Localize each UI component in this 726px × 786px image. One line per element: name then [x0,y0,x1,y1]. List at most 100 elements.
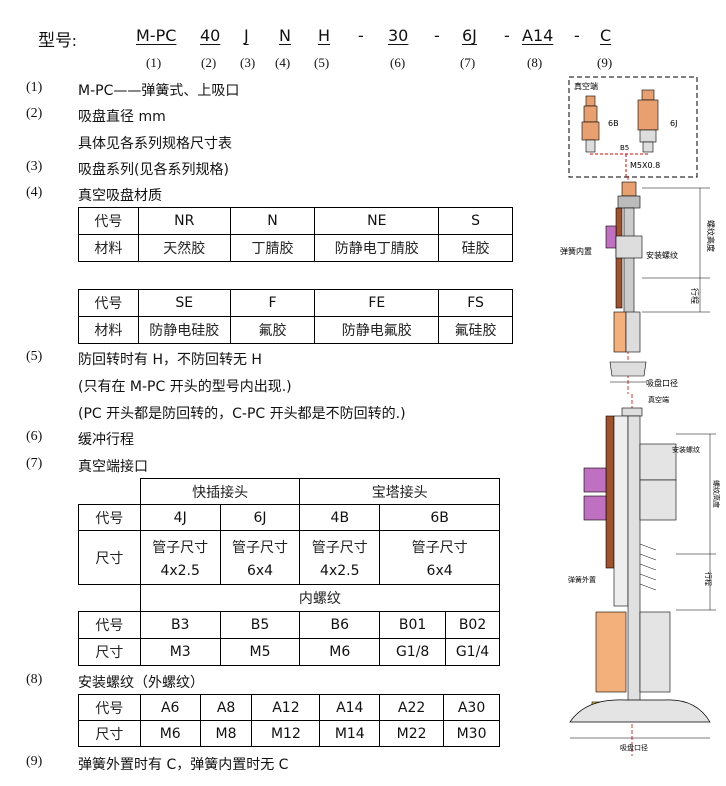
model-dash-4: - [574,26,580,45]
model-index-4: (4) [275,55,291,70]
table-header-code: 代号 [78,504,141,531]
model-index-8: (8) [527,55,543,70]
body-housing-right [625,311,641,353]
table-cell: A30 [443,694,500,721]
item-9-number: (9) [26,754,43,769]
table-cell: 6B [379,504,500,531]
model-code-9: C [600,26,612,45]
body-housing [613,311,627,353]
stroke-label: 行程 [704,572,713,586]
table-cell: A14 [319,694,381,721]
table-cell: B6 [299,611,381,639]
model-index-3: (3) [240,55,256,70]
table-corner [78,584,141,612]
table-header-code: 代号 [78,611,141,639]
quick-fitting-icon [637,89,659,153]
spring-internal-label: 弹簧内置 [560,246,592,256]
table-cell: B5 [219,611,301,639]
table-cell: 6J [219,504,301,531]
barb-fitting-icon [581,95,600,153]
spring-external-label: 弹簧外置 [568,575,596,584]
thread-height-label: 螺纹高度 [712,480,720,508]
table-header-size: 尺寸 [78,638,141,666]
inner-thread-header: 内螺纹 [139,584,501,612]
spring-external-diagram: 真空端 安装螺纹 螺纹高度 弹簧外置 行程 吸盘口径 [568,394,720,756]
item-3-number: (3) [26,159,43,174]
inner-tube [613,415,629,607]
table-cell: M12 [251,720,321,747]
model-dash-3: - [504,26,510,45]
top-fitting [621,181,637,197]
table-cell: N [229,207,316,235]
table-cell: B01 [379,611,447,639]
item-6-number: (6) [26,429,43,444]
model-index-7: (7) [460,55,476,70]
hex-nut [605,225,617,249]
model-code-5: H [318,26,331,45]
model-code-7: 6J [462,26,477,45]
cup-diameter-label: 吸盘口径 [620,743,648,752]
vacuum-port-label: 真空端 [648,395,669,404]
item-5-text: 防回转时有 H，不防回转无 H [78,352,262,368]
item-7-text: 真空端接口 [78,459,148,475]
spring-internal-diagram: 弹簧内置 安装螺纹 螺纹高度 行程 吸盘口径 [560,176,716,394]
m5-thread-label: M5X0.8 [630,161,660,170]
tube-size-label: 管子尺寸 [411,539,468,556]
top-nut [617,195,641,209]
table-cell: 管子尺寸 6x4 [379,530,500,585]
tube-size-value: 6x4 [426,562,453,579]
spring-external [605,415,615,569]
table-header-size: 尺寸 [78,530,141,585]
item-6-text: 缓冲行程 [78,432,134,448]
table-cell: 天然胶 [137,234,231,262]
vacuum-port-detail-diagram: 真空端 6B 6J B5 M5X0.8 [568,76,698,178]
table-cell: M3 [139,638,221,666]
model-dash-1: - [358,26,364,45]
item-9-text: 弹簧外置时有 C，弹簧内置时无 C [78,757,289,773]
table-cell: M22 [379,720,445,747]
mount-nut-upper [639,443,677,481]
item-4-text: 真空吸盘材质 [78,188,162,204]
hex-nut-lower [583,495,607,521]
quick-6j-label: 6J [670,119,677,128]
body-housing [595,611,627,693]
model-code-2: 40 [200,26,221,45]
table-cell: A6 [139,694,201,721]
table-cell: 丁腈胶 [229,234,316,262]
stroke-label: 行程 [690,288,700,304]
table-cell: NR [137,207,231,235]
table-header-material: 材料 [78,316,139,344]
table-cell: A8 [199,694,253,721]
tube-size-value: 4x2.5 [320,562,360,579]
table-cell: 4J [139,504,221,531]
table-cell: B3 [139,611,221,639]
thread-pattern [639,543,657,591]
table-cell: FE [314,289,440,317]
model-index-1: (1) [146,55,162,70]
table-cell: M14 [319,720,381,747]
cup-diameter-label: 吸盘口径 [646,378,678,388]
item-8-text: 安装螺纹（外螺纹） [78,675,204,691]
item-5-number: (5) [26,349,43,364]
model-label: 型号: [38,31,77,50]
mount-thread-label: 安装螺纹 [646,250,678,260]
material-table-2: 代号 SE F FE FS 材料 防静电硅胶 氟胶 防静电氟胶 氟硅胶 [78,289,513,344]
suction-cup [569,699,711,723]
tube-size-label: 管子尺寸 [231,539,288,556]
mount-nut-lower [639,479,677,521]
table-cell: 氟胶 [229,316,316,344]
model-code-8: A14 [522,26,554,45]
hex-nut-upper [583,467,607,493]
table-cell: 防静电丁腈胶 [314,234,440,262]
model-code-3: J [244,26,249,45]
table-header-size: 尺寸 [78,720,141,747]
item-5-subtext-1: (只有在 M-PC 开头的型号内出现.) [78,379,292,395]
tube-size-value: 4x2.5 [160,562,200,579]
table-cell: FS [438,289,513,317]
item-4-number: (4) [26,185,43,200]
body-housing-right [639,611,671,693]
table-header-code: 代号 [78,289,139,317]
table-cell: 氟硅胶 [438,316,513,344]
